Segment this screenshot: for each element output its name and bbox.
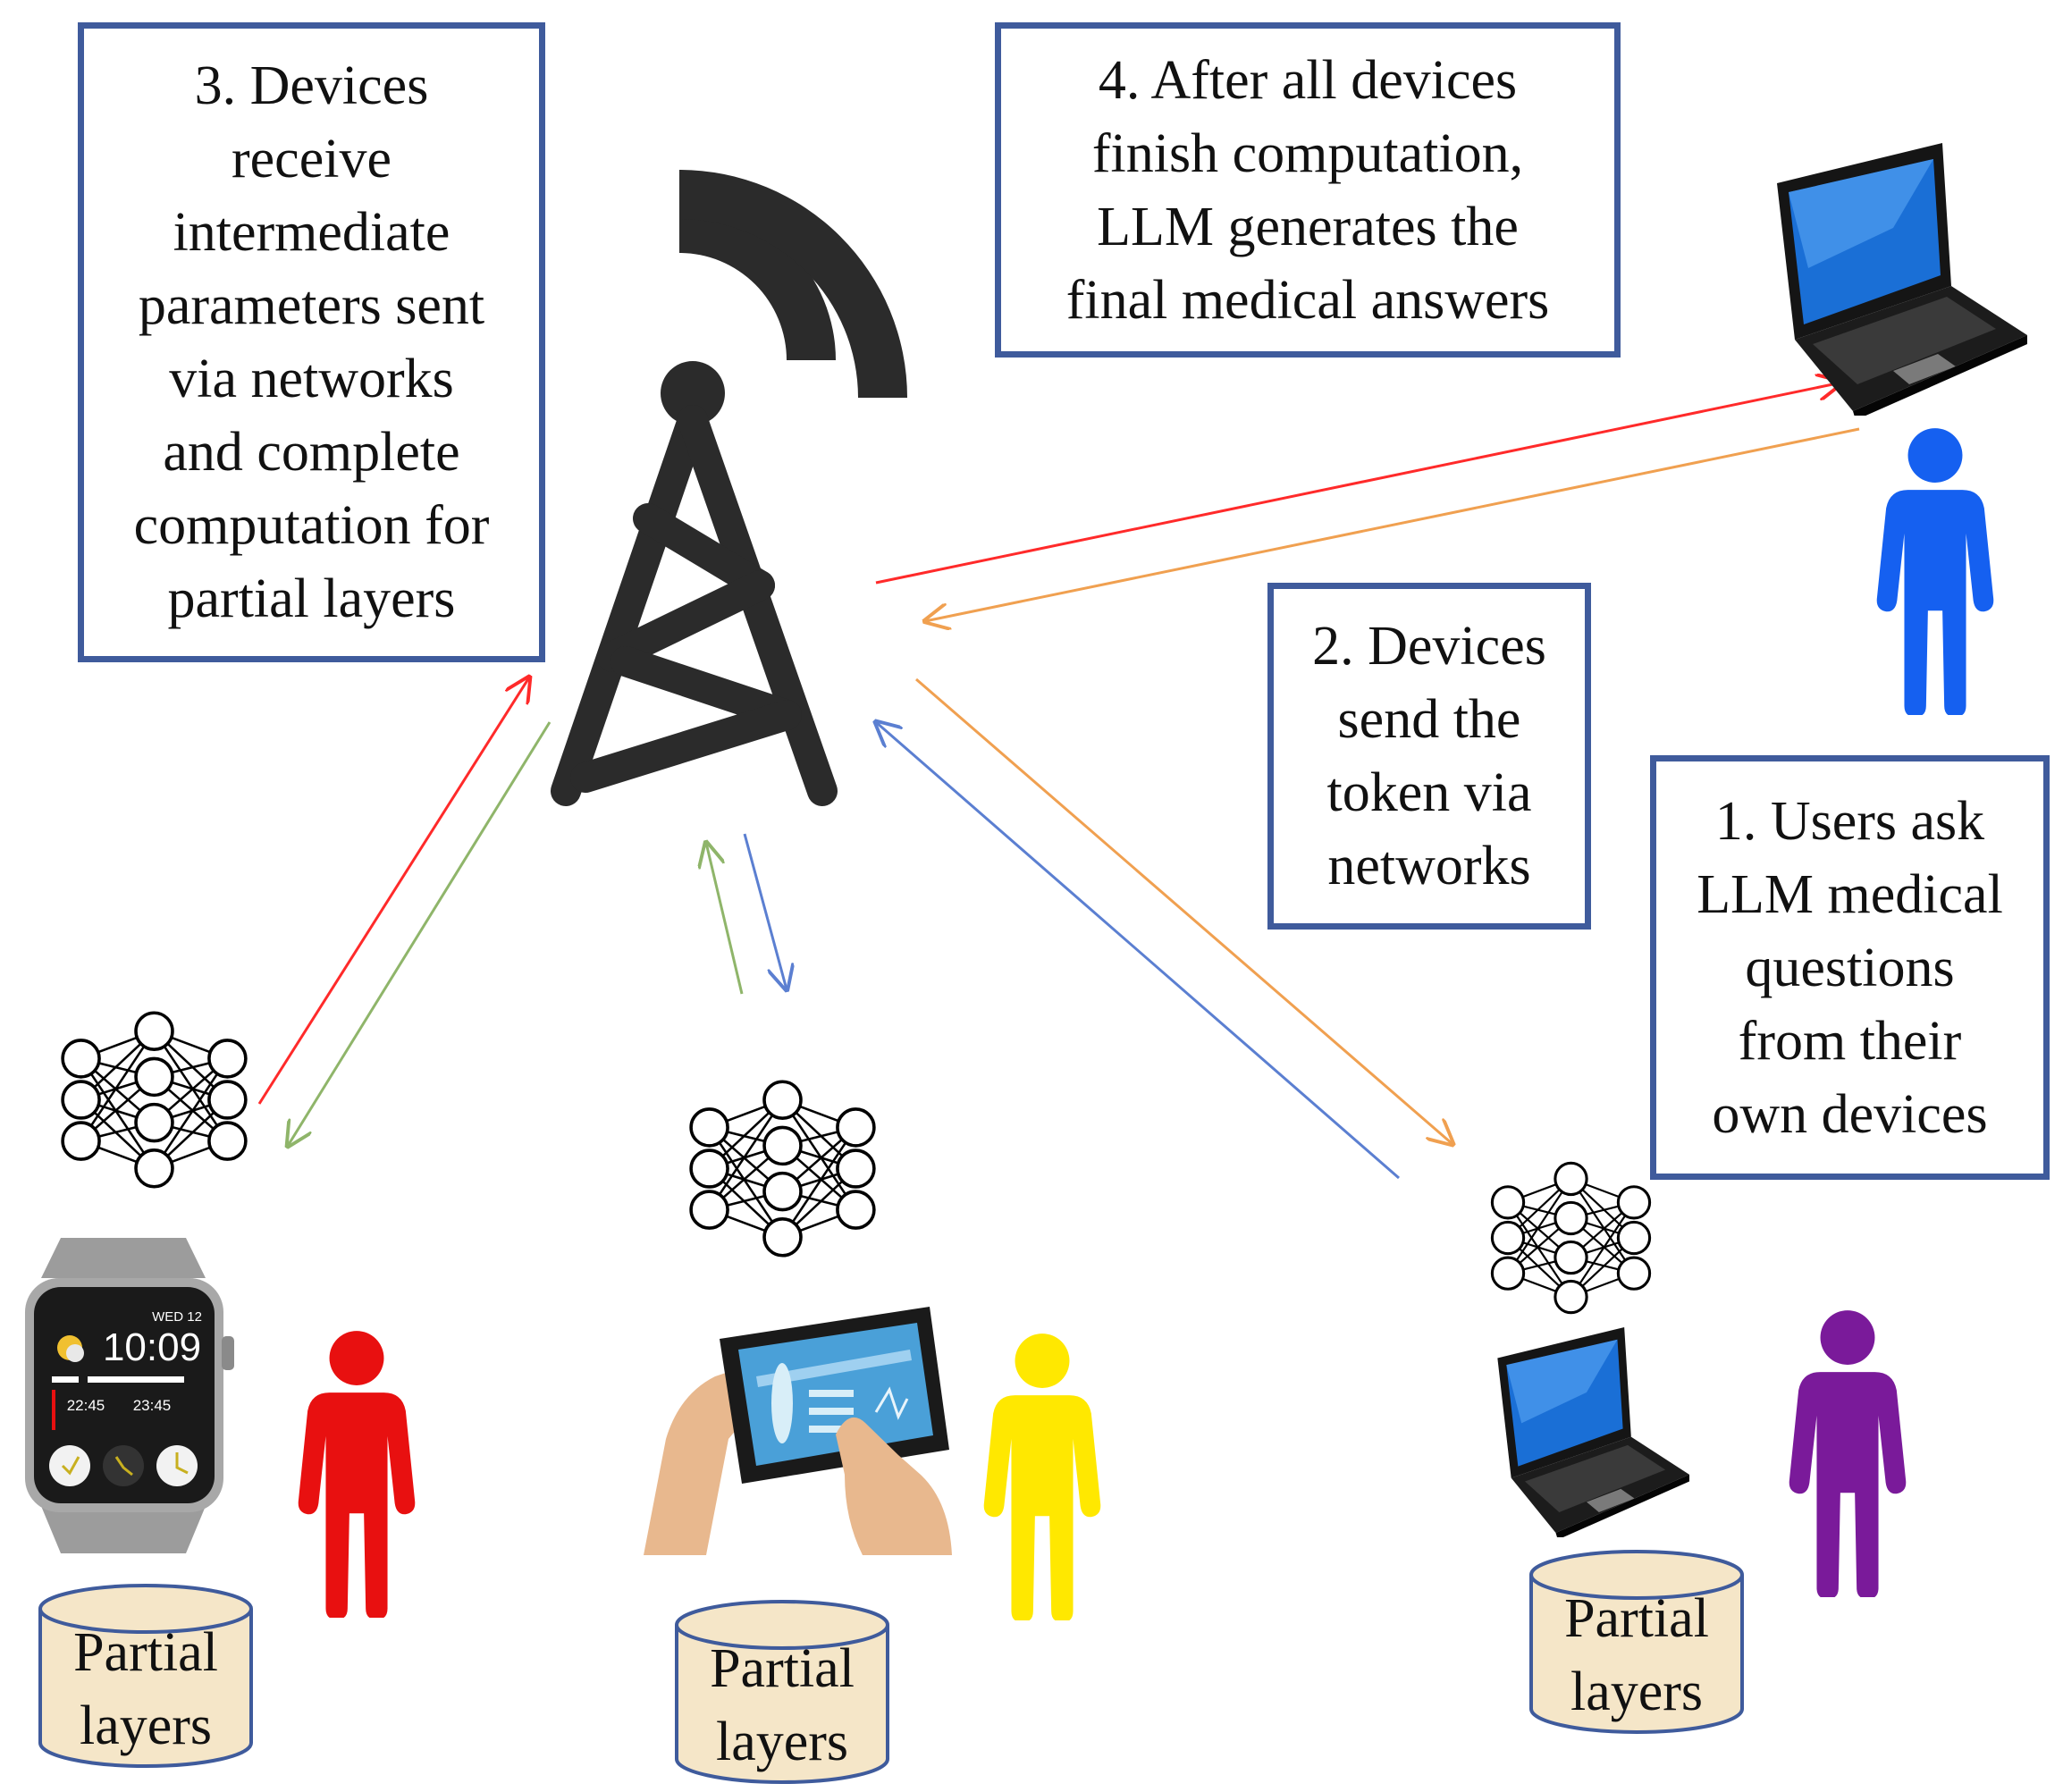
cell-tower-icon <box>551 170 907 806</box>
step-3-line: partial layers <box>167 568 456 629</box>
step-2-text: 2. Devices send the token via networks <box>1312 610 1546 903</box>
watch-time-left: 22:45 <box>67 1397 105 1414</box>
storage-label-line: layers <box>715 1712 849 1772</box>
storage-label-line: Partial <box>1564 1588 1709 1649</box>
storage-cylinder-watch <box>38 1584 253 1768</box>
arrow-tower-to-laptop-bottom <box>915 677 1453 1144</box>
laptop-icon <box>1777 143 2027 416</box>
arrow-laptop-bottom-to-tower <box>876 722 1400 1180</box>
step-1-line: LLM medical <box>1697 863 2003 925</box>
arrows <box>257 383 1860 1180</box>
storage-label-line: Partial <box>73 1622 218 1683</box>
step-4-box: 4. After all devices finish computation,… <box>995 22 1621 358</box>
step-1-box: 1. Users ask LLM medical questions from … <box>1650 755 2050 1180</box>
neural-network-icon <box>689 1080 876 1258</box>
step-4-text: 4. After all devices finish computation,… <box>1066 44 1550 337</box>
neural-network-icon <box>61 1011 248 1189</box>
storage-label-tablet: Partial layers <box>677 1632 888 1779</box>
watch-time-right: 23:45 <box>133 1397 172 1414</box>
storage-label-line: layers <box>1570 1662 1704 1722</box>
step-1-line: questions <box>1745 937 1955 998</box>
step-3-text: 3. Devices receive intermediate paramete… <box>134 49 490 635</box>
step-3-line: receive <box>232 129 392 189</box>
step-3-line: computation for <box>133 495 490 556</box>
step-1-line: own devices <box>1712 1083 1988 1145</box>
arrow-tower-to-tablet <box>743 833 787 989</box>
arrow-tablet-to-tower <box>706 843 744 995</box>
step-1-line: from their <box>1738 1010 1962 1072</box>
step-3-box: 3. Devices receive intermediate paramete… <box>78 22 545 662</box>
step-1-text: 1. Users ask LLM medical questions from … <box>1697 785 2003 1151</box>
neural-network-icon <box>1490 1161 1652 1315</box>
step-2-line: 2. Devices <box>1312 616 1546 677</box>
step-2-line: token via <box>1326 762 1532 823</box>
step-1-line: 1. Users ask <box>1714 790 1985 852</box>
step-4-line: final medical answers <box>1065 269 1550 331</box>
person-purple-icon <box>1789 1310 1907 1597</box>
smartwatch-icon: WED 12 10:09 22:45 23:45 <box>25 1238 234 1553</box>
person-blue-icon <box>1876 428 1994 715</box>
person-red-icon <box>298 1331 416 1618</box>
step-2-box: 2. Devices send the token via networks <box>1267 583 1591 930</box>
arrow-tower-to-laptop-top <box>875 383 1841 585</box>
step-3-line: parameters sent <box>138 275 485 336</box>
step-3-line: via networks <box>169 349 454 409</box>
arrow-watch-to-tower <box>257 677 529 1105</box>
laptop-icon <box>1497 1327 1689 1537</box>
step-2-line: networks <box>1327 836 1531 896</box>
step-3-line: intermediate <box>173 202 450 263</box>
storage-label-watch: Partial layers <box>40 1616 251 1763</box>
step-2-line: send the <box>1337 689 1521 750</box>
storage-label-line: Partial <box>710 1638 855 1699</box>
arrow-laptop-top-to-tower <box>925 427 1860 621</box>
step-3-line: and complete <box>163 422 460 483</box>
person-yellow-icon <box>983 1333 1101 1620</box>
arrow-tower-to-watch <box>288 721 552 1146</box>
step-4-line: LLM generates the <box>1097 196 1519 257</box>
watch-date: WED 12 <box>152 1309 202 1325</box>
storage-label-line: layers <box>79 1695 213 1756</box>
step-4-line: finish computation, <box>1091 122 1524 184</box>
step-3-line: 3. Devices <box>194 55 429 116</box>
storage-cylinder-tablet <box>675 1600 889 1784</box>
storage-cylinder-laptop <box>1529 1550 1744 1734</box>
storage-label-laptop: Partial layers <box>1531 1582 1742 1729</box>
watch-time: 10:09 <box>103 1325 201 1369</box>
tablet-icon <box>644 1307 952 1555</box>
step-4-line: 4. After all devices <box>1098 49 1518 111</box>
